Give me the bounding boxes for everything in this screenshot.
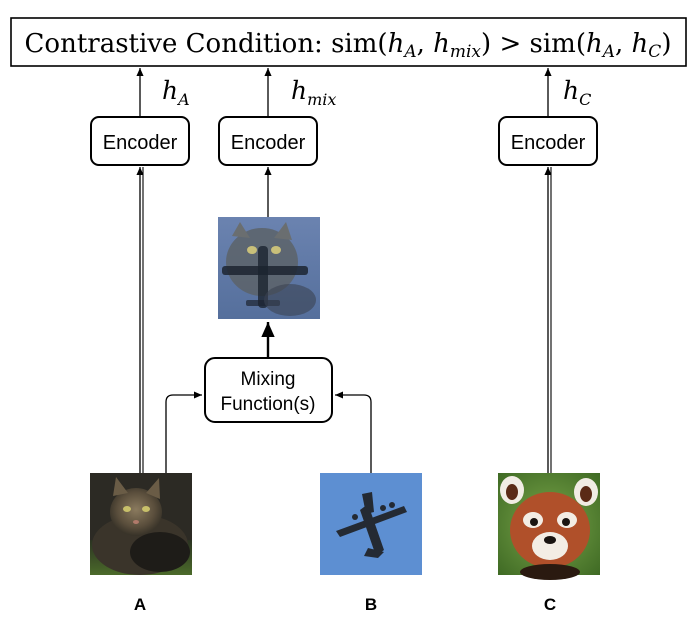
svg-text:Function(s): Function(s): [220, 394, 315, 415]
input-label-a: A: [134, 595, 146, 614]
image-b-airplane: [320, 473, 422, 575]
output-label-h-a: hA: [162, 76, 190, 109]
encoder-mix: Encoder: [218, 116, 318, 166]
output-label-h-c: hC: [563, 76, 591, 109]
output-label-h-mix: hmix: [291, 76, 336, 109]
mixing-function-box: Mixing Function(s): [204, 357, 333, 423]
arrow-b-to-mixing: [335, 391, 372, 473]
image-a-cat: [90, 473, 192, 575]
svg-text:Mixing: Mixing: [241, 369, 296, 390]
arrow-a-to-mixing: [165, 391, 202, 473]
mixed-image: [218, 217, 320, 319]
encoder-a: Encoder: [90, 116, 190, 166]
encoder-c: Encoder: [498, 116, 598, 166]
input-label-c: C: [544, 595, 556, 614]
input-label-b: B: [365, 595, 377, 614]
svg-text:Encoder: Encoder: [103, 132, 178, 154]
contrastive-condition-box: Contrastive Condition: sim(hA, hmix) > s…: [10, 17, 687, 67]
svg-text:Encoder: Encoder: [511, 132, 586, 154]
svg-text:Encoder: Encoder: [231, 132, 306, 154]
contrastive-condition-text: Contrastive Condition: sim(hA, hmix) > s…: [25, 29, 672, 62]
image-c-red-panda: [498, 473, 600, 580]
